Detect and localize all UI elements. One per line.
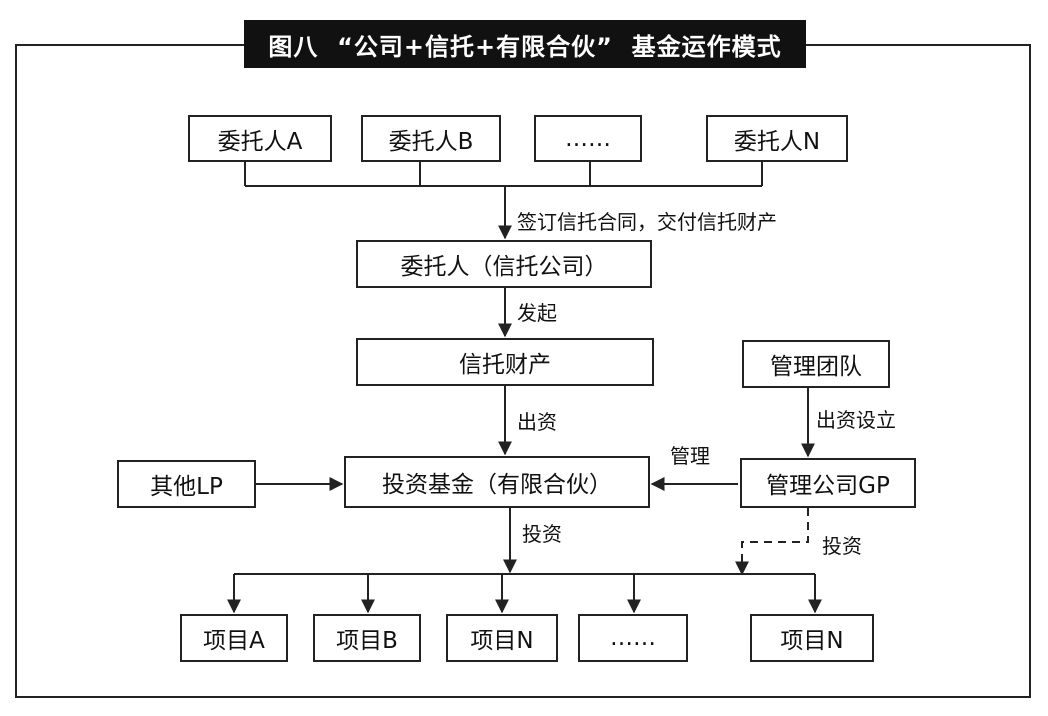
establish-label: 出资设立 <box>816 408 896 432</box>
client-ellipsis-box: …… <box>534 115 642 162</box>
client-b-box: 委托人B <box>361 115 501 162</box>
invest-label: 投资 <box>522 522 562 546</box>
gp-invest-dashed <box>735 508 809 576</box>
gp-invest-label: 投资 <box>822 534 862 558</box>
fund-out-label: 出资 <box>517 410 557 434</box>
project-n-last-box: 项目N <box>750 614 874 662</box>
initiate-label: 发起 <box>517 301 557 325</box>
client-n-box: 委托人N <box>706 115 848 162</box>
project-ellipsis-box: …… <box>578 614 688 662</box>
project-a-box: 项目A <box>180 614 288 662</box>
trust-property-box: 信托财产 <box>356 338 654 386</box>
fund-box: 投资基金（有限合伙） <box>344 456 650 508</box>
diagram-title: 图八 “公司+信托+有限合伙” 基金运作模式 <box>244 20 806 68</box>
gp-box: 管理公司GP <box>740 458 916 508</box>
project-n-box: 项目N <box>446 614 558 662</box>
sign-label: 签订信托合同，交付信托财产 <box>517 210 777 234</box>
project-b-box: 项目B <box>313 614 421 662</box>
client-a-box: 委托人A <box>188 115 332 162</box>
mgmt-team-box: 管理团队 <box>742 340 890 388</box>
other-lp-box: 其他LP <box>117 460 256 508</box>
manage-label: 管理 <box>670 444 710 468</box>
trust-company-box: 委托人（信托公司） <box>356 240 652 288</box>
